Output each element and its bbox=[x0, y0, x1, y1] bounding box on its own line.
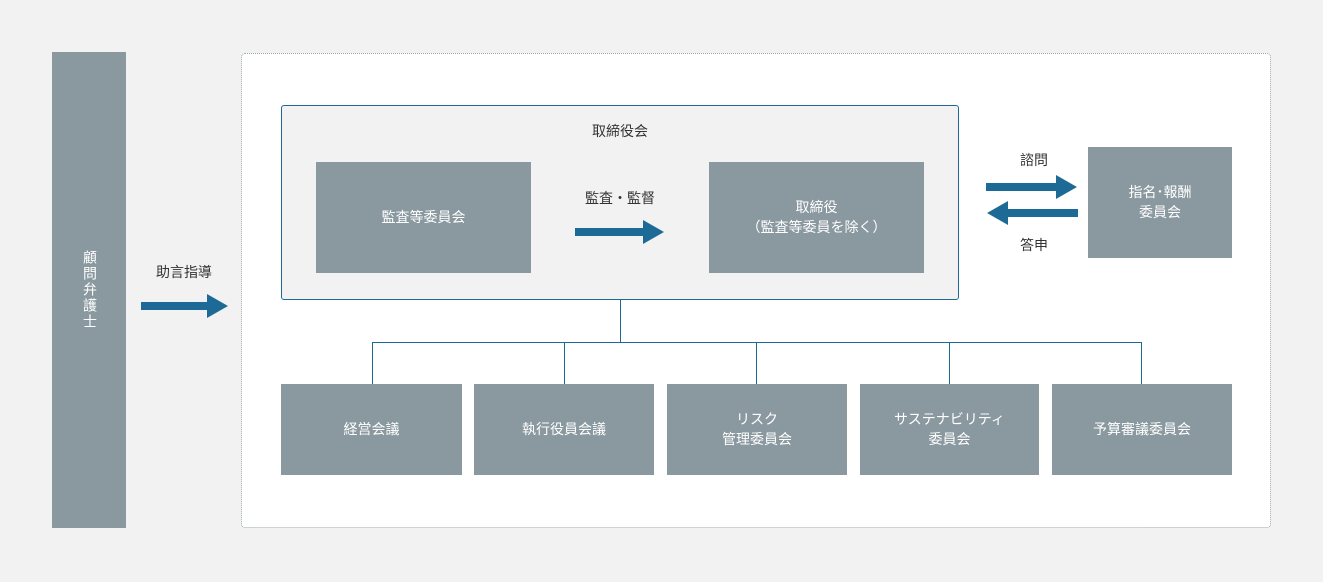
committee-risk-management: リスク 管理委員会 bbox=[667, 384, 847, 475]
committee-label-line1: 経営会議 bbox=[343, 421, 400, 438]
connector-trunk bbox=[620, 300, 621, 342]
advice-arrow bbox=[141, 294, 228, 318]
directors-label-line2: （監査等委員を除く） bbox=[746, 219, 887, 236]
committee-sustainability: サステナビリティ 委員会 bbox=[860, 384, 1039, 475]
nomination-committee-box: 指名･報酬 委員会 bbox=[1088, 147, 1232, 258]
audit-arrow bbox=[575, 220, 664, 244]
directors-box: 取締役 （監査等委員を除く） bbox=[709, 162, 924, 273]
committee-label-line2: 委員会 bbox=[928, 431, 971, 448]
audit-committee-label: 監査等委員会 bbox=[381, 209, 466, 226]
connector-drop-1 bbox=[372, 342, 373, 384]
committee-label-line1: 予算審議委員会 bbox=[1093, 421, 1191, 438]
connector-drop-3 bbox=[756, 342, 757, 384]
committee-label-line1: サステナビリティ bbox=[894, 411, 1005, 428]
audit-committee-box: 監査等委員会 bbox=[316, 162, 531, 273]
connector-drop-4 bbox=[949, 342, 950, 384]
connector-drop-2 bbox=[564, 342, 565, 384]
report-arrow bbox=[987, 201, 1078, 225]
committee-management-meeting: 経営会議 bbox=[281, 384, 462, 475]
connector-horizontal bbox=[372, 342, 1142, 343]
audit-label: 監査・監督 bbox=[585, 191, 655, 207]
committee-label-line1: リスク bbox=[736, 411, 778, 428]
connector-drop-5 bbox=[1141, 342, 1142, 384]
committee-budget-review: 予算審議委員会 bbox=[1052, 384, 1232, 475]
committee-label-line1: 執行役員会議 bbox=[522, 421, 606, 438]
advice-label: 助言指導 bbox=[156, 265, 212, 281]
consult-arrow bbox=[986, 175, 1077, 199]
board-title: 取締役会 bbox=[592, 124, 648, 140]
committee-executive-officers-meeting: 執行役員会議 bbox=[474, 384, 654, 475]
legal-advisor-box: 顧問弁護士 bbox=[52, 52, 126, 528]
consult-label: 諮問 bbox=[1020, 153, 1048, 169]
nomination-committee-line1: 指名･報酬 bbox=[1128, 184, 1192, 201]
nomination-committee-line2: 委員会 bbox=[1139, 204, 1181, 221]
report-label: 答申 bbox=[1020, 238, 1048, 254]
directors-label-line1: 取締役 bbox=[795, 199, 838, 216]
legal-advisor-label: 顧問弁護士 bbox=[81, 250, 97, 330]
committee-label-line2: 管理委員会 bbox=[722, 431, 792, 448]
